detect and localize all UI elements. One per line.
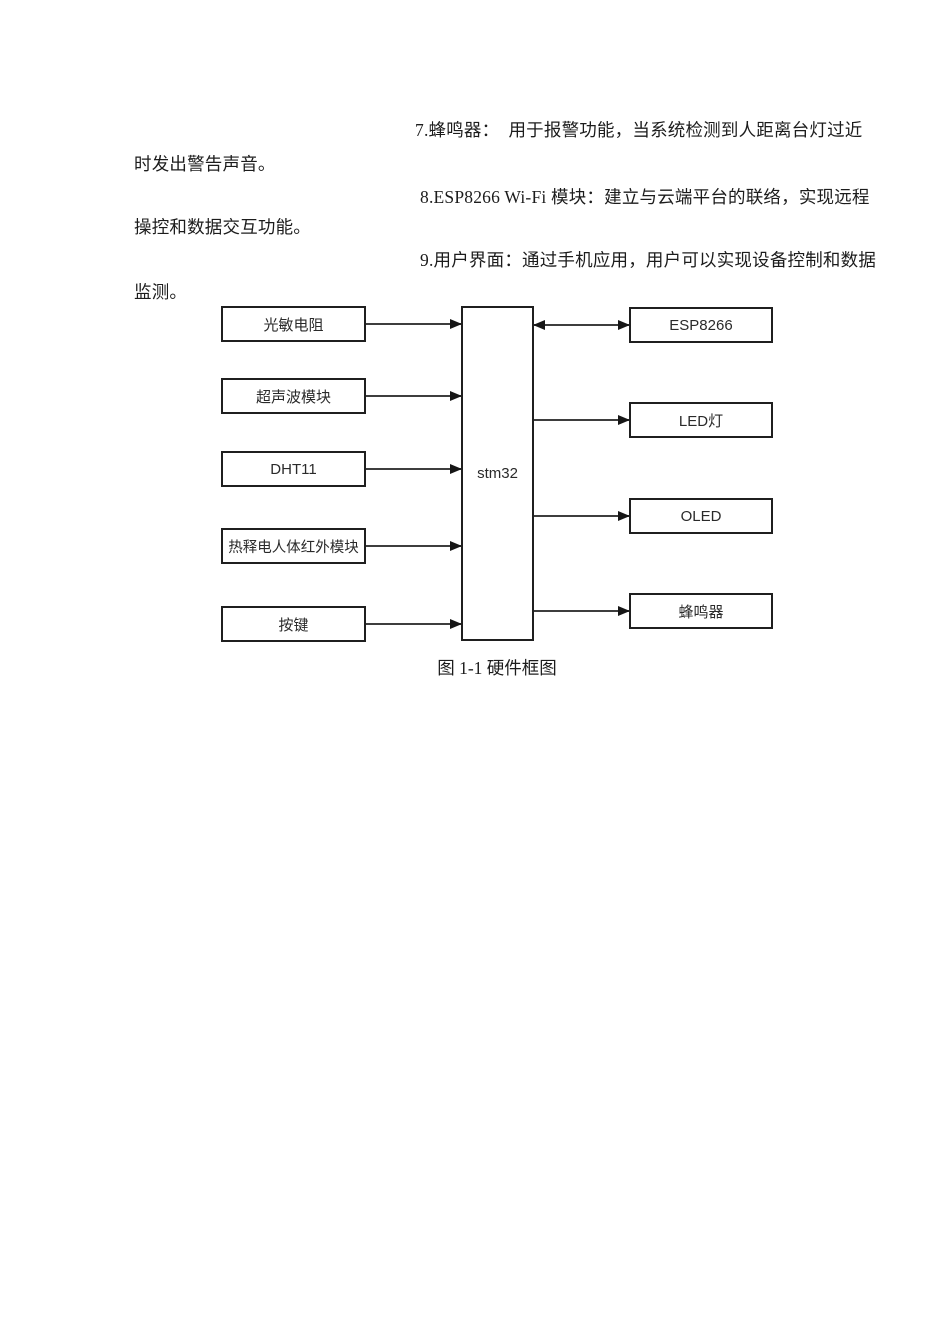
node-stm32: stm32 [461,306,534,641]
paragraph-8-line-1: 8.ESP8266 Wi-Fi 模块：建立与云端平台的联络，实现远程 [420,187,870,207]
node-button: 按键 [221,606,366,642]
paragraph-7-line-2: 时发出警告声音。 [134,154,276,174]
node-led-lamp: LED灯 [629,402,773,438]
paragraph-9-line-2: 监测。 [134,282,188,302]
paragraph-7-line-1: 7.蜂鸣器： 用于报警功能，当系统检测到人距离台灯过近 [415,120,863,140]
paragraph-8-line-2: 操控和数据交互功能。 [134,217,311,237]
node-pir-infrared-module: 热释电人体红外模块 [221,528,366,564]
node-dht11: DHT11 [221,451,366,487]
node-esp8266: ESP8266 [629,307,773,343]
figure-caption: 图 1-1 硬件框图 [437,658,557,678]
node-buzzer: 蜂鸣器 [629,593,773,629]
node-ultrasonic-module: 超声波模块 [221,378,366,414]
paragraph-9-line-1: 9.用户界面：通过手机应用，用户可以实现设备控制和数据 [420,250,877,270]
node-oled: OLED [629,498,773,534]
hardware-block-diagram: 光敏电阻 超声波模块 DHT11 热释电人体红外模块 按键 stm32 ESP8… [221,306,773,642]
node-photoresistor: 光敏电阻 [221,306,366,342]
